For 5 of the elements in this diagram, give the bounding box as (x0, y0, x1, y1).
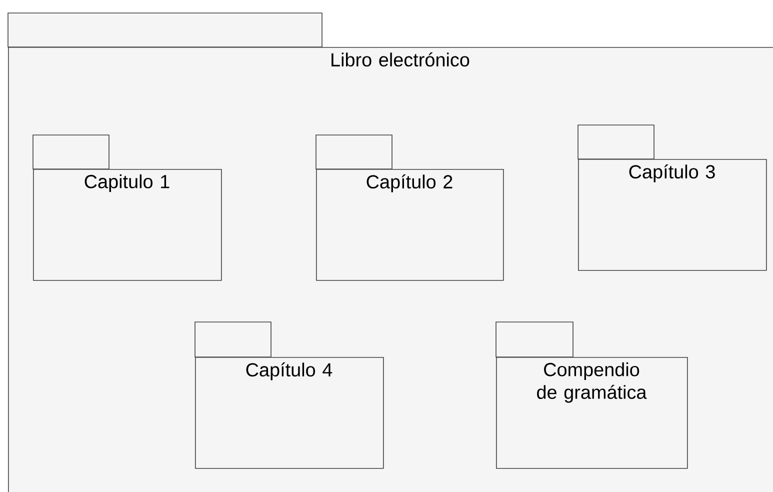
package-box: Capítulo 3 (578, 124, 767, 271)
package-box: Capítulo 2 (316, 134, 504, 281)
package-box: Capitulo 1 (32, 134, 222, 281)
package-box: Capítulo 4 (194, 322, 384, 469)
package-box: Compendio de gramática (496, 322, 688, 469)
